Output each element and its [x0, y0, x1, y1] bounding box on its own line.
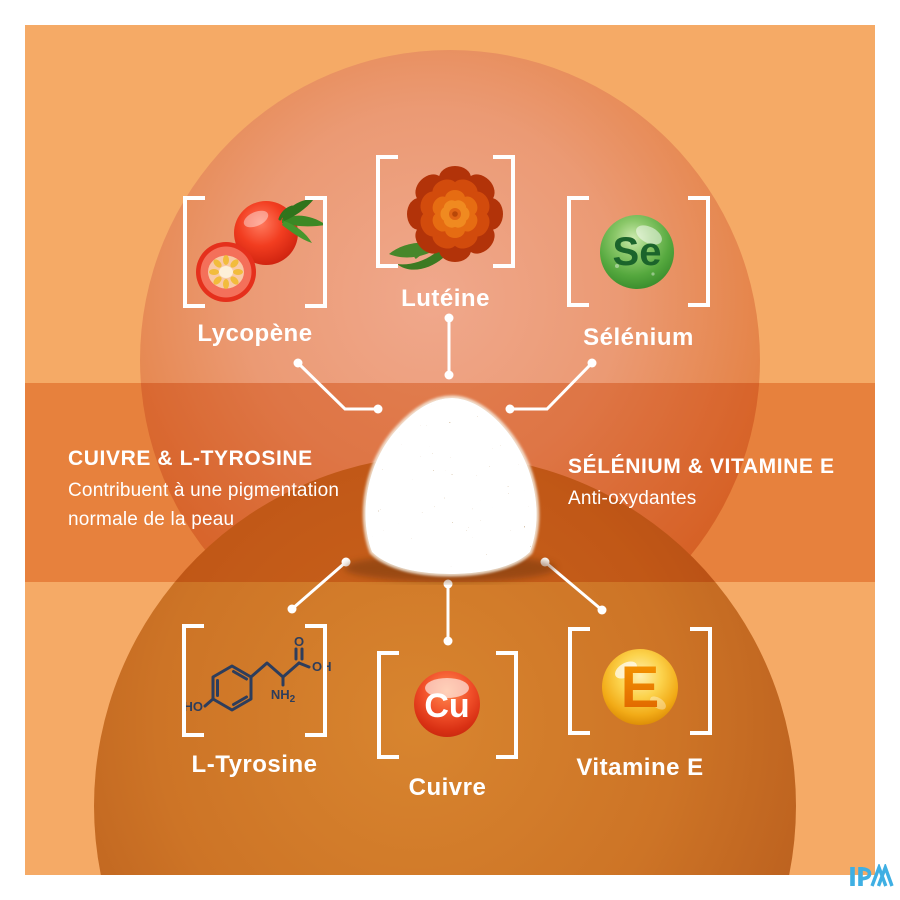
marigold-flower-icon: [389, 166, 503, 270]
claim-right: SÉLÉNIUM & VITAMINE E Anti-oxydantes: [568, 454, 835, 513]
luteine-bracket: [376, 155, 515, 268]
diagram-artwork: Se HO O OH NH2 Cu: [184, 166, 678, 737]
claim-left-title: CUIVRE & L-TYROSINE: [68, 447, 313, 470]
ipm-logo: [850, 864, 894, 887]
claim-left: CUIVRE & L-TYROSINE Contribuent à une pi…: [68, 446, 339, 534]
svg-text:Cu: Cu: [424, 687, 469, 725]
vitamin-e-ball-icon: E: [602, 649, 678, 725]
tyrosine-molecule-icon: HO O OH NH2: [184, 634, 332, 714]
tyrosine-bracket: [182, 624, 327, 737]
connector-lines: [291, 318, 603, 641]
tomatoes-icon: [196, 199, 326, 302]
svg-text:O: O: [294, 634, 304, 649]
svg-text:HO: HO: [184, 699, 204, 714]
infographic-canvas: Se HO O OH NH2 Cu: [25, 25, 875, 875]
selenium-bracket: [567, 196, 710, 307]
gummy-image: [344, 395, 556, 582]
connector-lycopene: [296, 361, 378, 411]
svg-text:Se: Se: [613, 230, 662, 274]
copper-ball-icon: Cu: [414, 671, 480, 737]
claim-left-line-1: Contribuent à une pigmentation: [68, 480, 340, 501]
luteine-label: Lutéine: [401, 285, 490, 312]
cuivre-bracket: [377, 651, 518, 759]
selenium-label: Sélénium: [583, 324, 694, 351]
claim-left-line-2: normale de la peau: [68, 509, 235, 530]
lycopene-bracket: [183, 196, 327, 308]
svg-text:NH2: NH2: [271, 687, 296, 705]
cuivre-label: Cuivre: [408, 774, 487, 801]
svg-text:E: E: [621, 655, 660, 720]
vitamine-e-label: Vitamine E: [576, 754, 704, 781]
connector-tyrosine: [291, 560, 347, 611]
claim-right-line-1: Anti-oxydantes: [568, 488, 697, 509]
tyrosine-label: L-Tyrosine: [191, 751, 318, 778]
selenium-ball-icon: Se: [600, 215, 674, 289]
connector-selenium: [510, 361, 594, 411]
lycopene-label: Lycopène: [197, 320, 313, 347]
vitamine-e-bracket: [568, 627, 712, 735]
claim-right-title: SÉLÉNIUM & VITAMINE E: [568, 455, 835, 478]
